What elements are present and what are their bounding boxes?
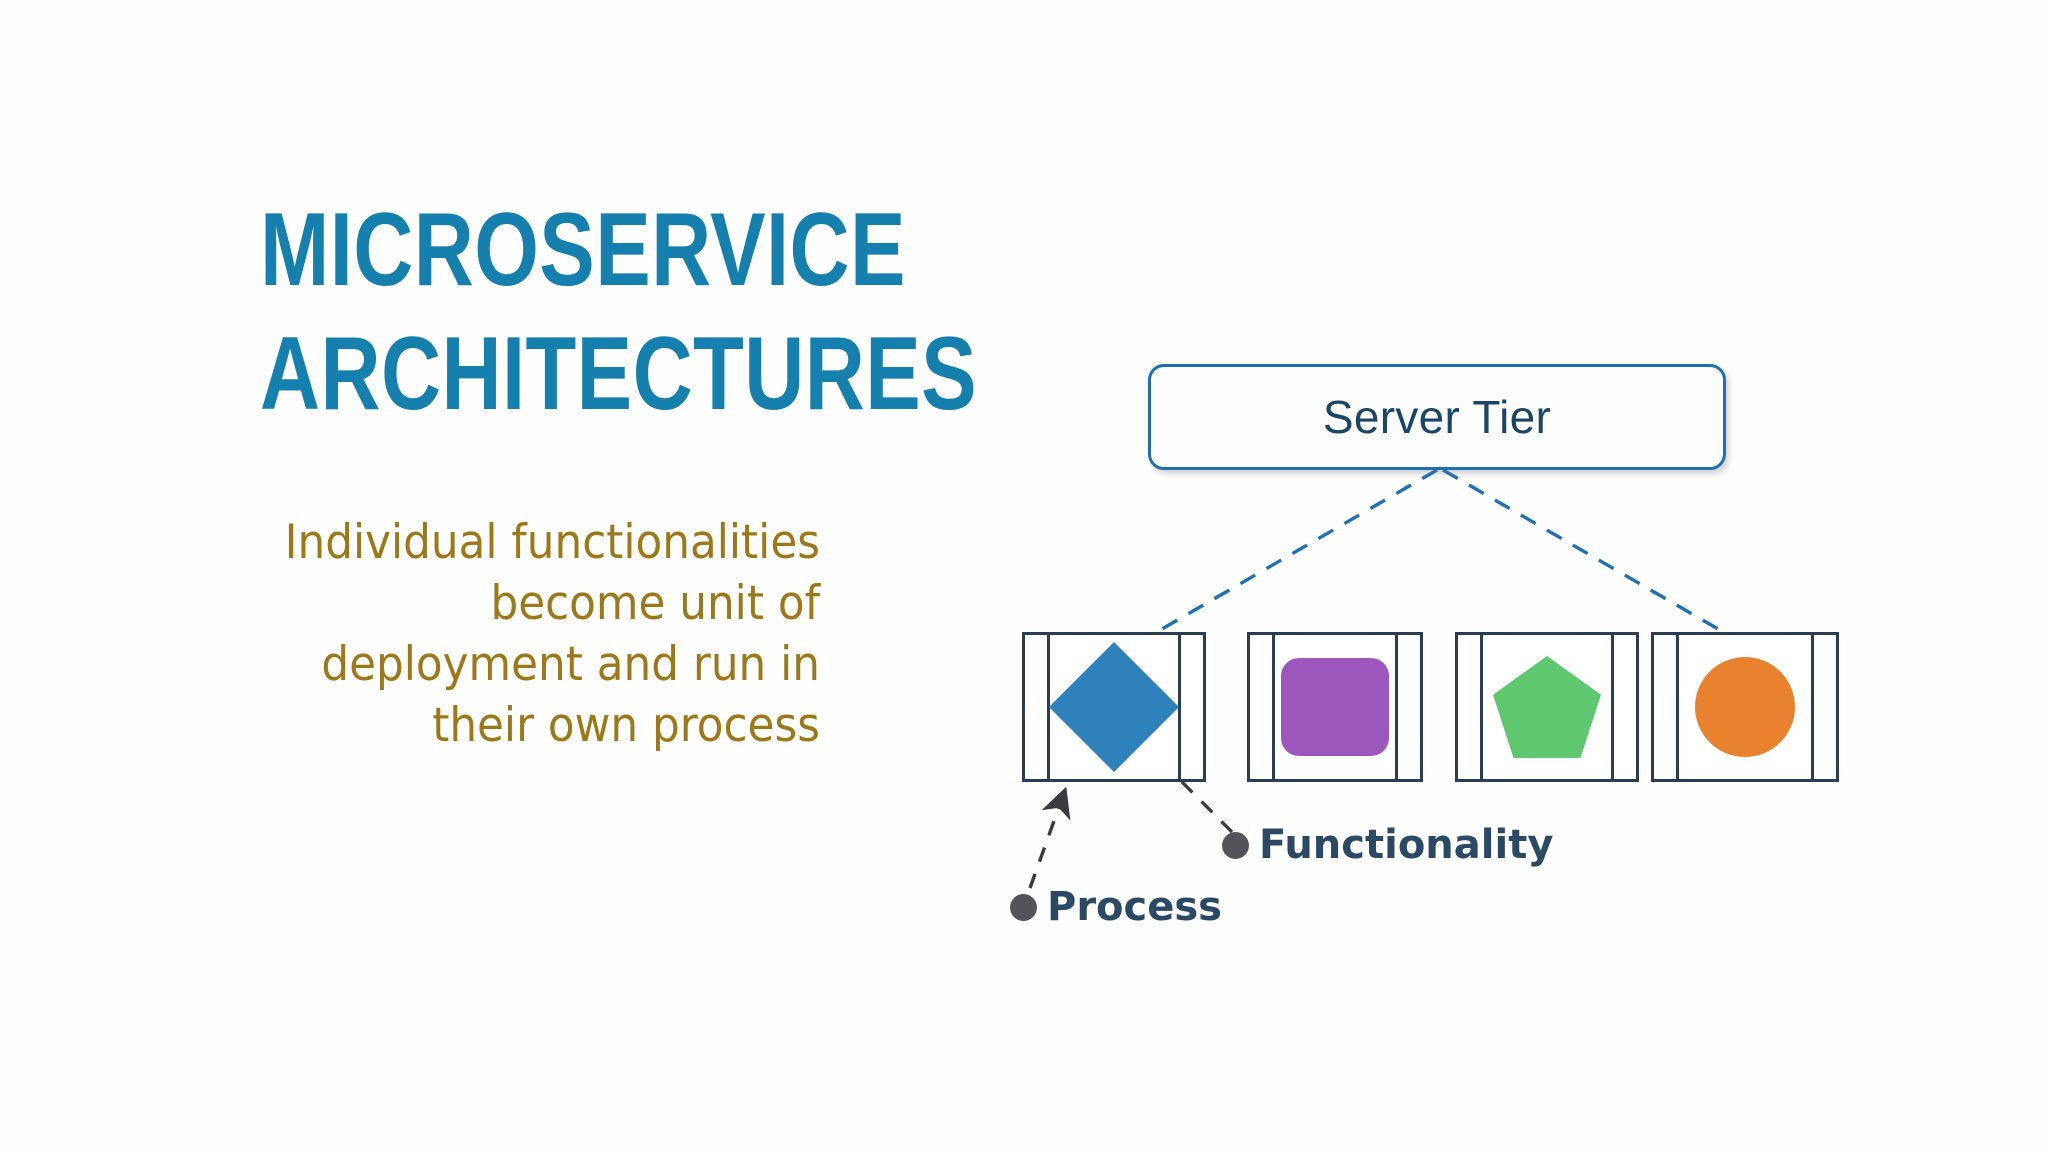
process-shape-slot — [1483, 635, 1611, 779]
process-node-2[interactable] — [1247, 632, 1423, 782]
process-shape-slot — [1679, 635, 1811, 779]
process-left-bar — [1676, 632, 1679, 782]
page-subtitle-line-2: become unit of — [490, 575, 820, 631]
page-subtitle-line-4: their own process — [432, 698, 820, 754]
callout-process: Process — [1010, 884, 1222, 930]
pentagon-shape — [1493, 656, 1601, 758]
process-left-bar — [1480, 632, 1483, 782]
callout-functionality: Functionality — [1222, 822, 1553, 868]
process-right-bar — [1178, 632, 1181, 782]
process-right-bar — [1395, 632, 1398, 782]
bullet-dot-icon — [1010, 893, 1037, 921]
bullet-dot-icon — [1222, 831, 1249, 859]
callout-functionality-label: Functionality — [1259, 822, 1554, 868]
rounded-square-shape — [1281, 658, 1389, 756]
page-subtitle-line-3: deployment and run in — [321, 637, 820, 692]
server-tier-label: Server Tier — [1322, 391, 1552, 443]
page-title-line-1: Microservice — [260, 192, 906, 308]
connector-server-to-process-1 — [1154, 468, 1438, 635]
process-shape-slot — [1275, 635, 1395, 779]
page-subtitle-line-1: Individual functionalities — [284, 514, 820, 570]
process-node-3[interactable] — [1455, 632, 1639, 782]
connector-server-to-process-4 — [1442, 468, 1726, 635]
leader-line-process — [1028, 786, 1071, 889]
callout-process-label: Process — [1047, 884, 1222, 930]
process-right-bar — [1811, 632, 1814, 782]
server-tier-node[interactable]: Server Tier — [1148, 364, 1726, 470]
text-column: Microservice Architectures Individual fu… — [120, 192, 978, 756]
circle-shape — [1695, 657, 1795, 757]
process-shape-slot — [1048, 635, 1180, 779]
process-right-bar — [1611, 632, 1614, 782]
page-subtitle: Individual functionalities become unit o… — [169, 512, 820, 756]
diamond-shape — [1048, 641, 1180, 773]
process-node-1[interactable] — [1022, 632, 1206, 782]
process-left-bar — [1047, 632, 1050, 782]
page-title-line-2: Architectures — [260, 315, 978, 432]
process-node-4[interactable] — [1651, 632, 1839, 782]
page-title: Microservice Architectures — [260, 192, 978, 432]
process-left-bar — [1272, 632, 1275, 782]
